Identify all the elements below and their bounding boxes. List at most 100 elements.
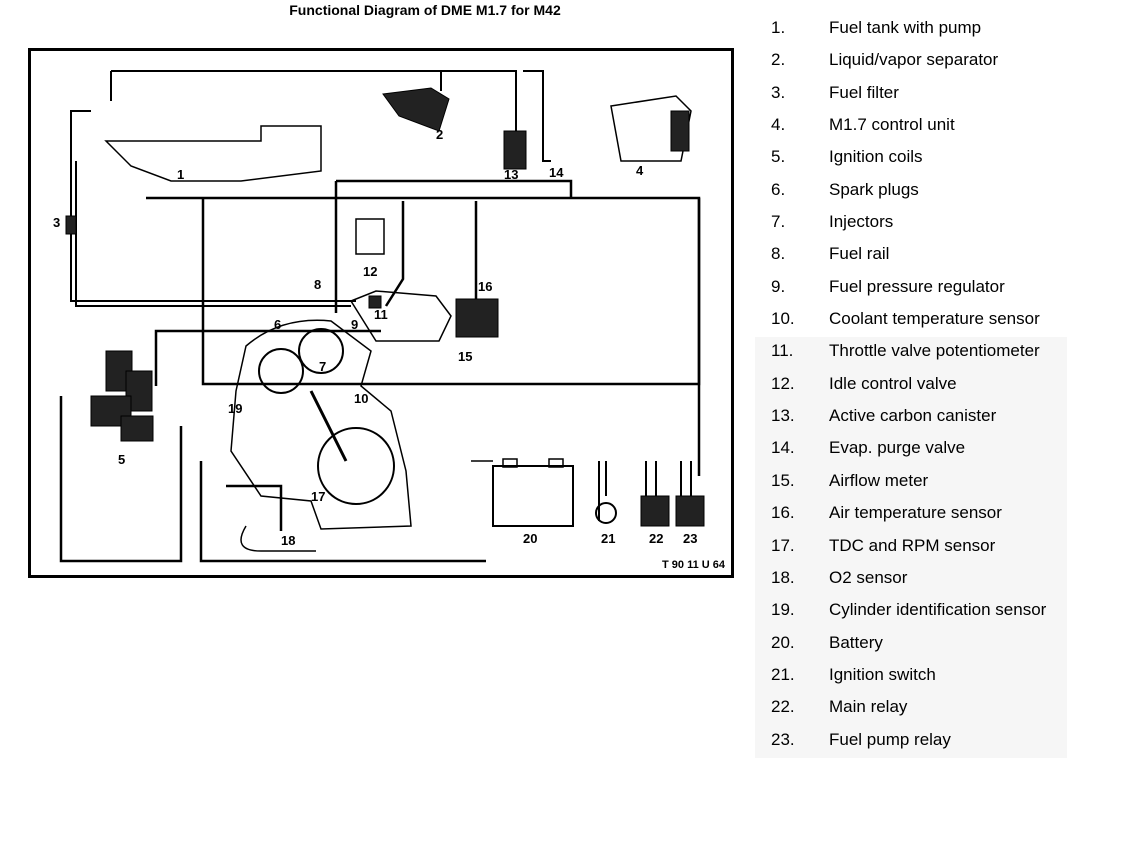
legend-item: 22. Main relay [755,693,1067,726]
callout-12: 12 [363,264,377,279]
legend-item: 6. Spark plugs [755,176,1067,208]
legend-item: 12. Idle control valve [755,369,1067,403]
battery-terminal-neg [502,458,518,468]
legend-item: 10. Coolant temperature sensor [755,305,1067,337]
legend-label: Liquid/vapor separator [829,50,999,70]
legend-number: 19. [771,600,795,620]
coil-loop-left [59,396,183,563]
fuel-pump-relay-fill [675,495,705,527]
legend-number: 16. [771,503,795,523]
legend-number: 17. [771,535,795,555]
legend-item: 7. Injectors [755,208,1067,240]
main-harness-line [146,196,701,386]
callout-13: 13 [504,167,518,182]
legend-label: Spark plugs [829,179,919,199]
diagram-title: Functional Diagram of DME M1.7 for M42 [289,2,561,18]
legend-number: 18. [771,567,795,587]
callout-18: 18 [281,533,295,548]
fuel-filter-fill [65,215,77,235]
crankshaft [317,427,395,505]
legend-number: 1. [771,18,786,37]
legend-item: 23.Fuel pump relay [755,725,1067,758]
separator-fill [382,87,450,132]
legend-label: Fuel rail [829,244,890,264]
legend-label: O2 sensor [829,567,908,587]
legend-item: 15. Airflow meter [755,466,1067,500]
callout-8: 8 [314,277,321,292]
carbon-canister-fill [503,130,527,170]
ignition-coil-4 [120,415,154,442]
intake-outline [349,290,452,342]
lower-harness-line [199,461,486,563]
legend-label: Battery [829,632,883,652]
callout-14: 14 [549,165,564,180]
legend-number: 10. [771,309,795,329]
callout-22: 22 [649,531,663,546]
legend-number: 11. [771,341,794,361]
legend-item: 11. Throttle valve potentiometer [755,337,1067,370]
legend-number: 12. [771,373,795,393]
callout-3: 3 [53,215,60,230]
fuel-line-main [75,161,351,307]
callout-6: 6 [274,317,281,332]
purge-lead [336,179,573,198]
legend-label: Idle control valve [829,373,957,393]
legend-label: Air temperature sensor [829,503,1002,523]
legend-item: 8. Fuel rail [755,240,1067,272]
legend-item: 19. Cylinder identification sensor [755,596,1067,629]
ignition-switch-symbol [595,502,617,524]
relay-leads [598,461,692,521]
legend-item: 18. O2 sensor [755,563,1067,597]
legend-item: 5.Ignition coils [755,143,1067,175]
legend-number: 22. [771,697,795,717]
callout-23: 23 [683,531,697,546]
camshaft-sprocket-left [258,348,304,394]
legend-item: 1.Fuel tank with pump [755,14,1067,46]
fuel-return-line [70,110,356,302]
legend-label: Fuel pressure regulator [829,276,1005,296]
callout-11: 11 [374,307,388,322]
canister-line [441,70,551,162]
battery-terminal-pos [548,458,564,468]
legend-label: Active carbon canister [829,406,997,426]
idle-valve-body [355,218,385,255]
throttle-pot-fill [368,295,382,309]
figure-reference: T 90 11 U 64 [662,559,725,571]
legend-number: 8. [771,244,786,264]
air-temp-sensor-fill [455,298,499,338]
main-relay-fill [640,495,670,527]
legend-label: Airflow meter [829,470,929,490]
legend-number: 13. [771,406,795,426]
legend-item: 20. Battery [755,628,1067,661]
legend-label: Fuel pump relay [829,729,951,749]
legend-number: 21. [771,664,795,684]
legend-number: 6. [771,179,786,199]
legend-number: 20. [771,632,795,652]
callout-21: 21 [601,531,615,546]
callout-1: 1 [177,167,184,182]
callout-7: 7 [319,359,326,374]
legend-number: 7. [771,212,786,232]
legend-label: Throttle valve potentiometer [829,341,1040,361]
engine-block-outline [230,319,412,530]
callout-19: 19 [228,401,242,416]
callout-15: 15 [458,349,472,364]
battery-body [492,465,574,527]
legend-label: Main relay [829,697,908,717]
callout-4: 4 [636,163,644,178]
legend-label: Coolant temperature sensor [829,309,1040,329]
legend-label: Cylinder identification sensor [829,600,1047,620]
legend-item: 17. TDC and RPM sensor [755,531,1067,564]
legend-label: TDC and RPM sensor [829,535,996,555]
legend-number: 15. [771,470,795,490]
callout-20: 20 [523,531,537,546]
legend-item: 21.Ignition switch [755,660,1067,694]
callout-10: 10 [354,391,368,406]
callout-16: 16 [478,279,492,294]
legend-item: 2.Liquid/vapor separator [755,46,1067,78]
legend-label: Injectors [829,212,894,232]
